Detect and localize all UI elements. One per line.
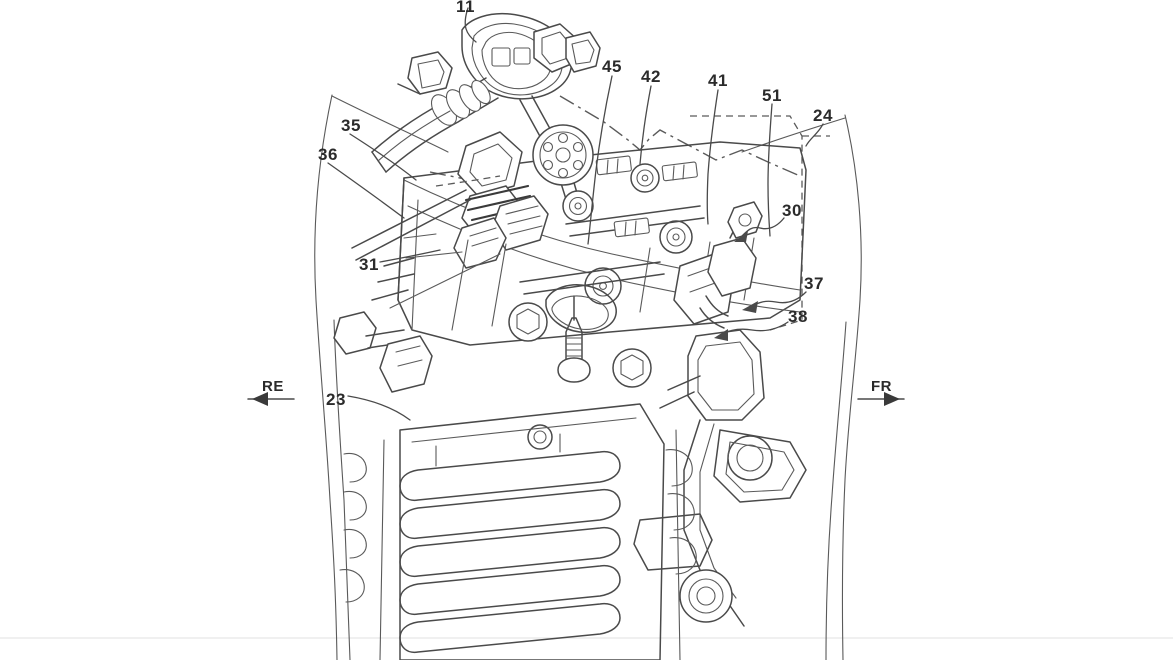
leader-38 — [721, 321, 789, 335]
ref-label-35: 35 — [341, 116, 361, 135]
leader-45 — [587, 75, 613, 245]
leader-31 — [379, 249, 441, 263]
ref-label-37: 37 — [804, 274, 824, 293]
rear-arrow-graphic — [247, 392, 295, 406]
leader-36 — [327, 162, 405, 219]
leader-30 — [741, 217, 785, 237]
leader-24 — [805, 123, 824, 147]
ref-label-36: 36 — [318, 145, 338, 164]
leader-51 — [767, 103, 773, 237]
leader-41 — [706, 89, 719, 225]
ref-label-24: 24 — [813, 106, 833, 125]
ref-label-51: 51 — [762, 86, 782, 105]
leader-11 — [464, 7, 477, 43]
ref-label-11: 11 — [456, 0, 475, 16]
ref-label-31: 31 — [359, 255, 379, 274]
construction-chain-line — [559, 95, 801, 177]
ref-label-38: 38 — [788, 307, 808, 326]
leader-42 — [639, 85, 652, 165]
ref-label-45: 45 — [602, 57, 622, 76]
ref-label-30: 30 — [782, 201, 802, 220]
leader-23 — [347, 395, 411, 421]
leader-35 — [349, 133, 417, 181]
front-direction-label: FR — [871, 378, 892, 395]
ref-label-41: 41 — [708, 71, 728, 90]
leader-37 — [751, 291, 807, 307]
rear-direction-label: RE — [262, 378, 284, 395]
ref-label-42: 42 — [641, 67, 661, 86]
ref-label-23: 23 — [326, 390, 346, 409]
front-arrow-graphic — [857, 392, 905, 406]
cylinder-block-outline — [399, 403, 665, 660]
cylinder-head-outline — [397, 141, 807, 346]
